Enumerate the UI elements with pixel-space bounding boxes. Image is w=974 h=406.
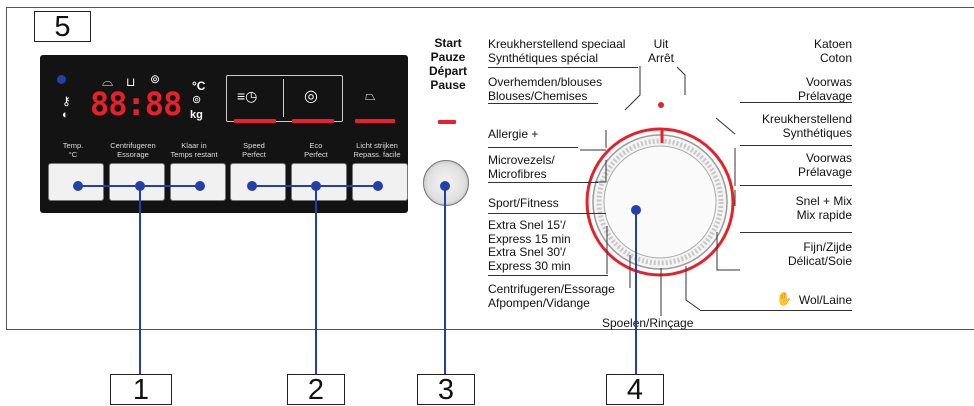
- program-synthetics-special[interactable]: Kreukherstellend speciaal Synthétiques s…: [488, 37, 626, 65]
- control-panel-outline: [6, 7, 974, 330]
- separator: [740, 145, 852, 146]
- unit-celsius: °C: [192, 79, 206, 93]
- spin-icon: ⊚: [150, 72, 161, 86]
- function-divider: [283, 79, 284, 117]
- separator: [488, 147, 578, 148]
- child-lock-icon: ◐: [62, 109, 69, 121]
- separator: [488, 213, 606, 214]
- separator: [488, 275, 608, 276]
- callout-4: 4: [606, 374, 664, 405]
- key-lock-icon: ⚷: [62, 94, 71, 108]
- separator: [740, 185, 852, 186]
- program-synthetics[interactable]: Kreukherstellend Synthétiques: [761, 112, 852, 140]
- separator: [488, 103, 598, 104]
- separator: [740, 232, 852, 233]
- callout-3: 3: [417, 374, 475, 405]
- callout-2: 2: [287, 374, 345, 405]
- program-spin-drain[interactable]: Centrifugeren/Essorage Afpompen/Vidange: [488, 282, 615, 310]
- program-mix[interactable]: Snel + Mix Mix rapide: [795, 194, 852, 222]
- separator: [488, 182, 598, 183]
- iron-indicator: [355, 119, 395, 123]
- speed-perfect-button[interactable]: [230, 163, 286, 201]
- program-wool[interactable]: Wol/Laine: [798, 293, 852, 307]
- program-microfibres[interactable]: Microvezels/ Microfibres: [488, 153, 555, 181]
- prewash-tub-icon: ⊔: [126, 75, 136, 89]
- eco-indicator: [292, 119, 334, 123]
- iron-icon: ⏢: [365, 88, 376, 103]
- separator: [700, 310, 852, 311]
- callout-5: 5: [34, 11, 91, 42]
- time-digits: 88:88: [90, 85, 182, 123]
- timer-icon: ≡◷: [237, 88, 258, 104]
- spin-small-icon: ⊚: [192, 94, 202, 106]
- callout-1: 1: [110, 374, 172, 405]
- start-indicator: [438, 120, 456, 124]
- program-synthetics-prewash[interactable]: Voorwas Prélavage: [797, 151, 852, 179]
- program-cotton-prewash[interactable]: Voorwas Prélavage: [797, 75, 852, 103]
- function-box: [226, 75, 343, 122]
- separator: [740, 102, 852, 103]
- label-temp: Temp.°C: [62, 141, 84, 159]
- program-sport[interactable]: Sport/Fitness: [488, 196, 559, 210]
- speed-indicator: [234, 119, 276, 123]
- program-delicate[interactable]: Fijn/Zijde Délicat/Soie: [787, 240, 852, 268]
- program-allergy[interactable]: Allergie +: [488, 127, 539, 141]
- program-shirts[interactable]: Overhemden/blouses Blouses/Chemises: [488, 75, 603, 103]
- half-load-icon: ⌓: [102, 73, 114, 89]
- program-rinse[interactable]: Spoelen/Rinçage: [602, 316, 694, 330]
- wool-icon: ✋: [776, 291, 793, 306]
- separator: [488, 67, 638, 68]
- program-cotton[interactable]: Katoen Coton: [813, 37, 852, 65]
- indicator-dot: [57, 75, 66, 84]
- program-express[interactable]: Extra Snel 15'/ Express 15 min Extra Sne…: [488, 218, 571, 273]
- unit-kg: kg: [190, 109, 203, 121]
- eco-icon: ◎: [304, 88, 318, 105]
